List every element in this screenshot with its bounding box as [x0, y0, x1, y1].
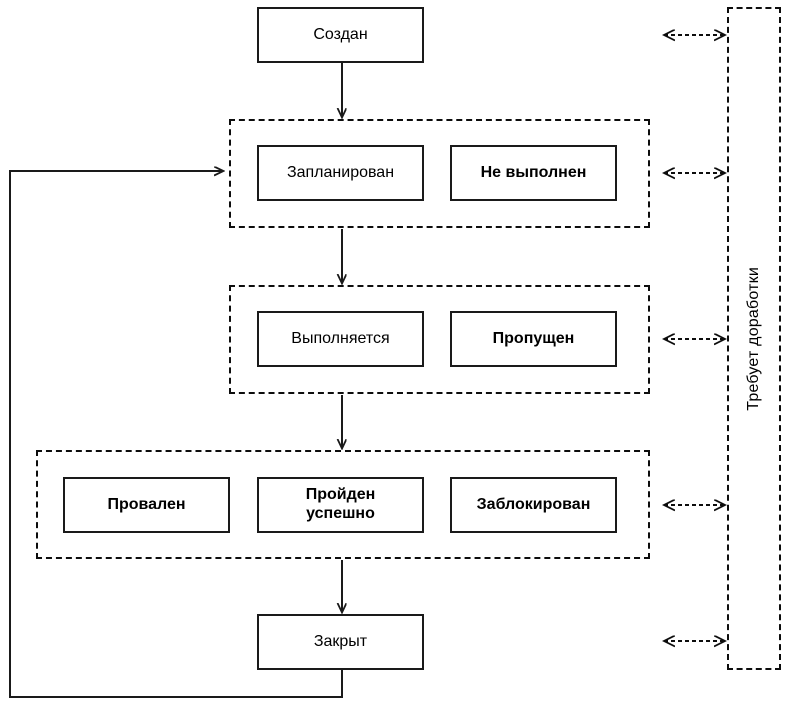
state-group-planned: [229, 119, 650, 228]
rework-panel: Требует доработки: [727, 7, 781, 670]
state-node-failed[interactable]: Провален: [63, 477, 230, 533]
state-group-in-progress: [229, 285, 650, 394]
state-node-in-progress[interactable]: Выполняется: [257, 311, 424, 367]
state-node-created[interactable]: Создан: [257, 7, 424, 63]
rework-panel-label: Требует доработки: [745, 266, 762, 411]
state-node-passed[interactable]: Пройден успешно: [257, 477, 424, 533]
state-node-not-done[interactable]: Не выполнен: [450, 145, 617, 201]
state-node-blocked[interactable]: Заблокирован: [450, 477, 617, 533]
state-node-planned[interactable]: Запланирован: [257, 145, 424, 201]
state-node-skipped[interactable]: Пропущен: [450, 311, 617, 367]
state-group-results: [36, 450, 650, 559]
state-node-closed[interactable]: Закрыт: [257, 614, 424, 670]
